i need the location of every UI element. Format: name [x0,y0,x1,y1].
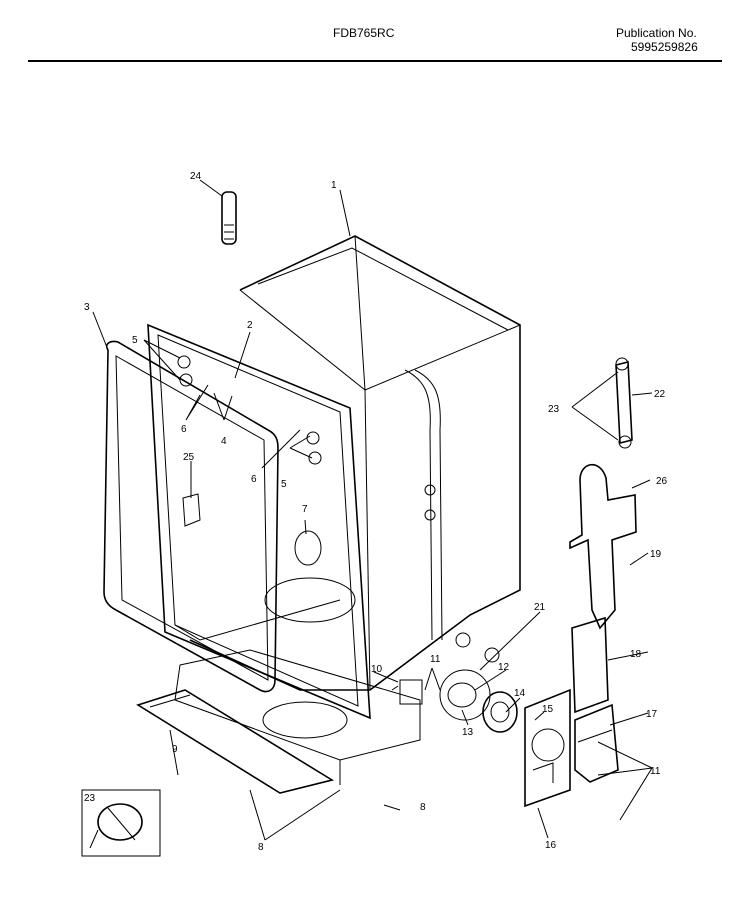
callout-3: 3 [84,302,90,313]
tub-body [189,235,521,739]
impeller [482,691,518,733]
callout-26: 26 [656,476,668,487]
callout-5-lower: 5 [281,479,287,490]
callout-11-upper: 11 [430,654,441,665]
publication-number: 5995259826 [631,40,698,54]
callout-16: 16 [545,840,557,851]
callout-21: 21 [534,602,546,613]
header-rule [28,60,722,62]
callout-2: 2 [247,320,253,331]
publication-label: Publication No. [616,26,697,40]
vent-tube [569,463,637,630]
callout-8-lower: 8 [258,842,264,853]
door-frame [147,323,371,720]
callout-7: 7 [302,504,308,515]
callout-1: 1 [331,180,337,191]
inset-clamp-detail [81,789,161,857]
callout-5-upper: 5 [132,335,138,346]
callout-numbers: 1 2 3 4 5 5 6 6 7 8 8 9 10 11 11 12 13 1… [84,171,668,853]
model-number: FDB765RC [333,26,395,40]
callout-4: 4 [221,436,227,447]
vent-duct [574,703,619,783]
callout-24: 24 [190,171,202,182]
callout-17: 17 [646,709,658,720]
fill-spout [221,191,237,245]
callout-15: 15 [542,704,554,715]
callout-19: 19 [650,549,662,560]
callout-22: 22 [654,389,666,400]
inlet-valve [391,679,423,705]
callout-12: 12 [498,662,510,673]
base-assembly [136,649,421,794]
callout-25: 25 [183,452,195,463]
vent-channel [571,616,609,714]
callout-6-lower: 6 [251,474,257,485]
callout-14: 14 [514,688,526,699]
callout-23: 23 [548,404,560,415]
callout-18: 18 [630,649,642,660]
callout-8-right: 8 [420,802,426,813]
door-gasket [103,340,279,693]
vent-hose [615,357,633,449]
callout-9: 9 [172,744,178,755]
mount-plate [524,688,571,808]
leader-lines [92,179,653,841]
callout-10: 10 [371,664,383,675]
callout-11-lower: 11 [650,766,661,777]
callout-23-inset: 23 [84,793,96,804]
callout-6-upper: 6 [181,424,187,435]
callout-13: 13 [462,727,474,738]
